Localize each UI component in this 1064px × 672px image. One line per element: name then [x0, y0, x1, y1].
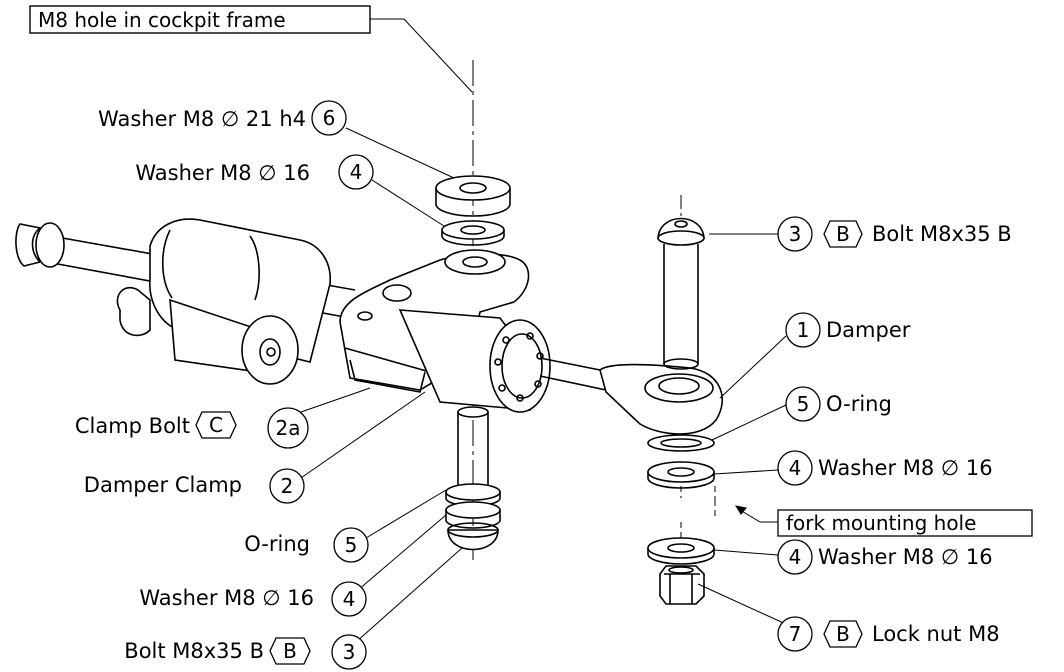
callout-4b: 4: [331, 581, 367, 617]
callout-4a: 4: [338, 154, 374, 190]
hex-tag-c: C: [195, 411, 237, 439]
callout-6: 6: [311, 100, 347, 136]
callout-5a-number: 5: [345, 533, 358, 557]
callout-2a: 2a: [267, 407, 309, 449]
label-oring-right: O-ring: [826, 392, 892, 416]
callout-3a: 3: [777, 216, 813, 252]
callout-7: 7: [777, 616, 813, 652]
title-box-text: M8 hole in cockpit frame: [38, 8, 286, 32]
title-callout: M8 hole in cockpit frame: [29, 5, 473, 93]
fork-callout: fork mounting hole: [777, 509, 1033, 537]
label-washer-21: Washer M8 ∅ 21 h4: [98, 107, 306, 131]
callout-2: 2: [269, 468, 305, 504]
hex-tag-b-bolt-text: B: [836, 222, 850, 246]
callout-4c: 4: [777, 450, 813, 486]
hex-tag-b-left: B: [269, 637, 311, 665]
label-damper: Damper: [826, 318, 911, 342]
fork-box-text: fork mounting hole: [786, 511, 976, 535]
washer-21-part: [435, 175, 511, 217]
damper-body: [15, 218, 356, 385]
callout-2a-number: 2a: [276, 416, 301, 440]
callout-1: 1: [785, 312, 821, 348]
hex-tag-b-nut: B: [823, 620, 863, 648]
label-clamp-bolt: Clamp Bolt: [75, 414, 190, 438]
label-bolt-left: Bolt M8x35 B: [124, 639, 264, 663]
callout-4d-number: 4: [789, 545, 802, 569]
callout-5b-number: 5: [797, 392, 810, 416]
callout-5b: 5: [785, 386, 821, 422]
callout-4b-number: 4: [343, 587, 356, 611]
label-damper-clamp: Damper Clamp: [84, 473, 242, 497]
callout-7-number: 7: [789, 622, 802, 646]
label-lock-nut: Lock nut M8: [872, 622, 1000, 646]
callout-4c-number: 4: [789, 456, 802, 480]
hex-tag-b-bolt: B: [823, 220, 863, 248]
hex-tag-b-left-text: B: [283, 639, 297, 663]
label-washer-16-r1: Washer M8 ∅ 16: [818, 456, 993, 480]
hex-tag-b-nut-text: B: [836, 622, 850, 646]
callout-3a-number: 3: [789, 222, 802, 246]
damper-clamp-part: [339, 249, 551, 413]
left-bolt-stack: [445, 406, 501, 551]
hex-tag-c-text: C: [209, 413, 223, 437]
leader-lines: [277, 127, 791, 643]
callout-2-number: 2: [281, 474, 294, 498]
right-bolt: [657, 217, 705, 370]
label-bolt-right: Bolt M8x35 B: [872, 222, 1012, 246]
callout-3b-number: 3: [343, 640, 356, 664]
label-oring-left: O-ring: [244, 532, 310, 556]
callout-3b: 3: [331, 634, 367, 670]
callout-5a: 5: [333, 527, 369, 563]
damper-rod: [539, 357, 724, 435]
labels: Washer M8 ∅ 21 h4 Washer M8 ∅ 16 Clamp B…: [75, 107, 1012, 663]
callout-1-number: 1: [797, 318, 810, 342]
washer-16-top-part: [441, 220, 505, 246]
label-washer-16-top: Washer M8 ∅ 16: [135, 161, 310, 185]
callout-4a-number: 4: [350, 160, 363, 184]
right-lower-parts: [647, 434, 716, 605]
label-washer-16-r2: Washer M8 ∅ 16: [818, 545, 993, 569]
callout-4d: 4: [777, 539, 813, 575]
callout-6-number: 6: [323, 106, 336, 130]
label-washer-16-left: Washer M8 ∅ 16: [139, 586, 314, 610]
